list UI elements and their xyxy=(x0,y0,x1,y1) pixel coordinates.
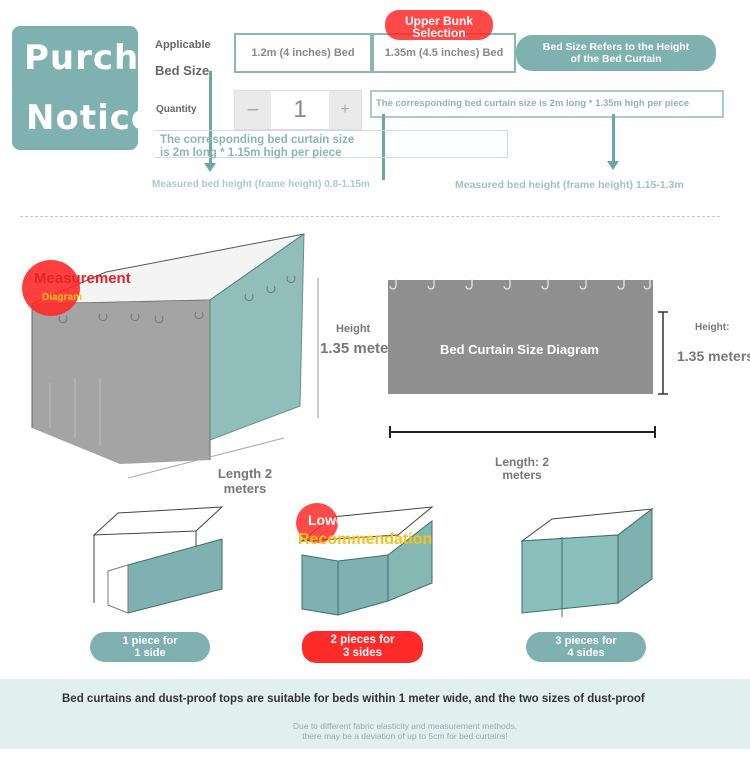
corresponding-left-text: The corresponding bed curtain size is 2m… xyxy=(160,134,354,160)
bottom-notice-band xyxy=(0,679,750,749)
notice-title-line1: Purchase xyxy=(24,38,209,78)
pill-one-line2: 1 side xyxy=(134,647,166,659)
arrow-left-head xyxy=(204,163,216,172)
bottom-note-line2: there may be a deviation of up to 5cm fo… xyxy=(302,731,508,741)
bottom-note-line1: Due to different fabric elasticity and m… xyxy=(292,721,518,731)
measurement-badge xyxy=(22,260,80,316)
lower-line1: Lower xyxy=(308,512,350,528)
pill-three-pieces: 3 pieces for 4 sides xyxy=(526,632,646,662)
bed-size-label: Bed Size xyxy=(155,63,210,78)
measurement-line1: Measurement xyxy=(34,270,131,287)
bottom-note: Due to different fabric elasticity and m… xyxy=(0,721,750,741)
lower-line2: Recommendation xyxy=(298,531,433,548)
quantity-value[interactable]: 1 xyxy=(293,96,307,123)
right-height-label: Height: xyxy=(695,322,730,333)
right-height-value: 1.35 meters xyxy=(677,348,750,364)
pill-two-line1: 2 pieces for xyxy=(330,634,395,646)
purchase-notice-box xyxy=(12,26,138,150)
bottom-main-text: Bed curtains and dust-proof tops are sui… xyxy=(62,693,645,705)
arrow-mid-shaft xyxy=(382,114,385,180)
right-length-line1: Length: 2 xyxy=(495,455,549,469)
quantity-label: Quantity xyxy=(156,104,197,115)
corresponding-left-line1: The corresponding bed curtain size xyxy=(160,134,355,146)
upper-bunk-line2: Selection xyxy=(412,26,466,40)
quantity-plus-button[interactable]: + xyxy=(329,91,361,129)
curtain-size-diagram xyxy=(388,278,668,438)
arrow-right-head xyxy=(607,161,619,170)
corresponding-left-box xyxy=(155,130,508,158)
applicable-label: Applicable xyxy=(155,39,211,51)
arrow-left-shaft xyxy=(209,71,212,163)
pill-one-piece: 1 piece for 1 side xyxy=(90,632,210,662)
pill-two-line2: 3 sides xyxy=(343,647,382,659)
lower-badge xyxy=(296,503,338,543)
measured-right-text: Measured bed height (frame height) 1.15-… xyxy=(455,179,684,191)
left-length-line2: meters xyxy=(223,481,267,496)
upper-bunk-line1: Upper Bunk xyxy=(404,14,473,28)
measured-left-text: Measured bed height (frame height) 0.8-1… xyxy=(152,179,370,190)
pill-two-pieces: 2 pieces for 3 sides xyxy=(302,631,423,663)
size-refers-line1: Bed Size Refers to the Height xyxy=(542,41,690,53)
right-length-label: Length: 2 meters xyxy=(487,456,557,482)
notice-title-line2: Notice xyxy=(26,98,155,138)
arrow-right-shaft xyxy=(612,114,615,161)
corresponding-right-box: The corresponding bed curtain size is 2m… xyxy=(370,90,724,118)
quantity-minus-button[interactable]: − xyxy=(235,91,271,129)
upper-bunk-badge: Upper Bunk Selection xyxy=(385,10,493,40)
size-refers-line2: of the Bed Curtain xyxy=(570,53,662,65)
left-height-label: Height xyxy=(336,323,371,335)
right-length-line2: meters xyxy=(502,468,542,482)
corresponding-left-line2: is 2m long * 1.15m high per piece xyxy=(160,147,342,159)
quantity-stepper[interactable]: − 1 + xyxy=(234,90,362,130)
left-height-value: 1.35 meters xyxy=(320,340,403,357)
size-refers-pill: Bed Size Refers to the Height of the Bed… xyxy=(516,35,716,71)
four-side-diagram xyxy=(520,507,654,617)
bed-3d-diagram xyxy=(31,233,319,479)
option-1-2m-bed[interactable]: 1.2m (4 inches) Bed xyxy=(234,33,372,73)
corresponding-right-text: The corresponding bed curtain size is 2m… xyxy=(376,98,690,109)
pill-one-line1: 1 piece for xyxy=(122,635,178,647)
left-length-label: Length 2 meters xyxy=(210,466,280,496)
one-side-diagram xyxy=(92,506,224,614)
pill-three-line1: 3 pieces for xyxy=(555,635,617,647)
curtain-diagram-title: Bed Curtain Size Diagram xyxy=(440,342,599,357)
pill-three-line2: 4 sides xyxy=(567,647,605,659)
measurement-line2: Diagram xyxy=(42,292,83,303)
section-divider xyxy=(20,216,720,217)
three-side-diagram xyxy=(300,506,434,616)
left-length-line1: Length 2 xyxy=(217,466,273,481)
